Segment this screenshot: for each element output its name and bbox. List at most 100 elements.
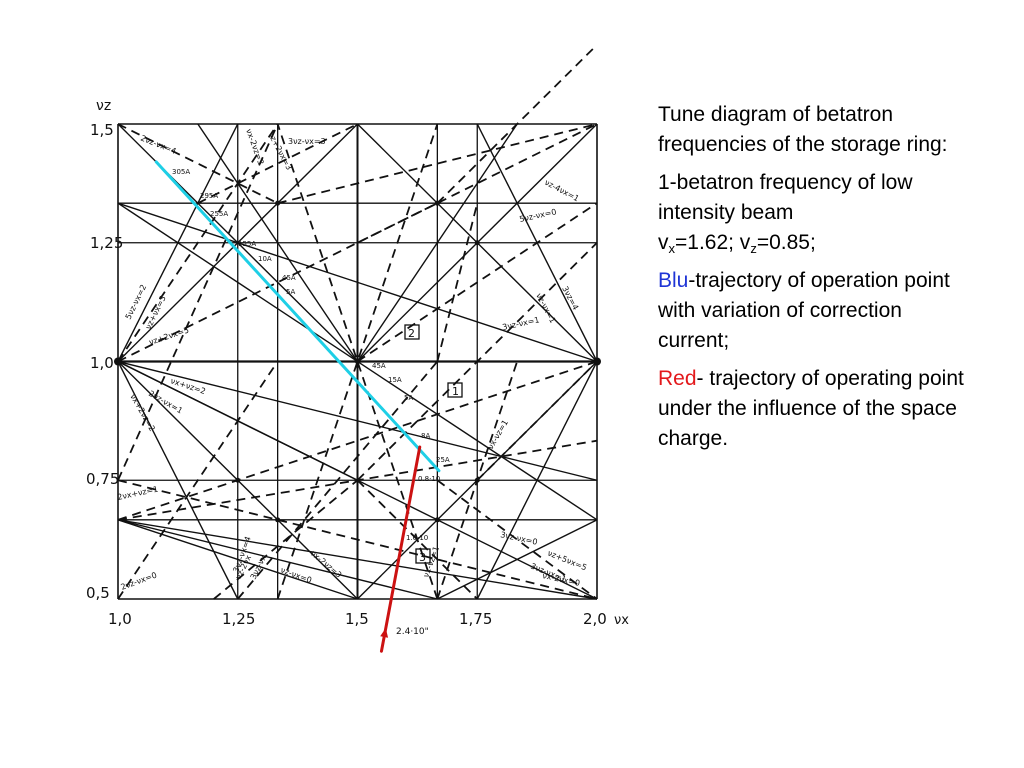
current-label: 8A bbox=[421, 432, 430, 440]
box-label-frame bbox=[404, 324, 420, 340]
resonance-label: νx-νz=1 bbox=[486, 418, 510, 451]
red-trajectory-arrowhead bbox=[380, 628, 389, 638]
resonance-line-solid bbox=[437, 519, 598, 600]
current-label: 15A bbox=[388, 376, 402, 384]
resonance-label: νz+2νx=5 bbox=[148, 326, 190, 347]
box-label-2: 2 bbox=[408, 327, 415, 340]
resonance-line-solid bbox=[117, 519, 358, 600]
resonance-label: 2νx+νz=1 bbox=[117, 485, 159, 502]
resonance-label: 3νz-νx=3 bbox=[288, 137, 326, 146]
resonance-line-dashed bbox=[277, 123, 598, 205]
blue-trajectory bbox=[154, 160, 441, 473]
caption-point-1: 1-betatron frequency of low intensity be… bbox=[658, 168, 978, 258]
vx-value: =1.62; v bbox=[675, 231, 751, 254]
resonance-line-solid bbox=[117, 202, 598, 363]
current-label: 0.8·10 bbox=[418, 475, 440, 483]
current-label: 1.6·10 bbox=[406, 534, 428, 542]
resonance-label: 2νz-νx=1 bbox=[147, 389, 184, 416]
resonance-line-dashed bbox=[117, 123, 279, 481]
resonance-line-solid bbox=[117, 123, 239, 362]
resonance-node bbox=[593, 357, 601, 366]
resonance-line-dashed bbox=[356, 479, 478, 600]
y-tick-label: 0,75 bbox=[86, 470, 119, 488]
resonance-line-solid bbox=[356, 123, 518, 362]
box-label-3: 3 bbox=[419, 551, 426, 564]
current-label: 5A bbox=[404, 394, 413, 402]
current-label: 155A bbox=[238, 240, 256, 248]
red-word: Red bbox=[658, 367, 697, 390]
resonance-line-solid bbox=[117, 519, 598, 600]
resonance-line-dashed bbox=[117, 360, 598, 521]
x-tick-label: 2,0 bbox=[583, 610, 607, 628]
resonance-line-solid bbox=[117, 360, 598, 481]
resonance-line-solid bbox=[117, 519, 438, 600]
current-label: 305A bbox=[172, 168, 190, 176]
red-description: - trajectory of operating point under th… bbox=[658, 367, 964, 450]
resonance-line-dashed bbox=[213, 479, 359, 600]
y-axis-symbol: νz bbox=[96, 98, 111, 114]
resonance-node bbox=[275, 200, 281, 206]
resonance-line-dashed bbox=[237, 360, 439, 600]
current-label: 295A bbox=[200, 192, 218, 200]
current-labels: 305A 295A 255A 155A 10A 45A 5A 45A 15A 5… bbox=[172, 168, 450, 637]
current-label: 45A bbox=[372, 362, 386, 370]
tune-diagram: νz 1,5 1,25 1,0 0,75 0,5 1,0 1,25 1,5 1,… bbox=[86, 44, 629, 653]
resonance-line-dashed bbox=[436, 479, 598, 600]
current-label: 10A bbox=[258, 255, 272, 263]
resonance-node bbox=[235, 477, 241, 483]
resonance-line-dashed bbox=[117, 123, 279, 363]
resonance-node bbox=[114, 357, 122, 366]
resonance-label: νz-νx=0 bbox=[279, 565, 313, 585]
y-tick-label: 1,5 bbox=[90, 121, 114, 139]
resonance-label: 5νz-νx=2 bbox=[124, 283, 149, 321]
resonance-label: 5νz-νx=0 bbox=[519, 207, 558, 224]
x-tick-label: 1,25 bbox=[222, 610, 255, 628]
x-tick-label: 1,0 bbox=[108, 610, 132, 628]
vx-subscript: x bbox=[668, 241, 676, 256]
resonance-node bbox=[474, 477, 480, 483]
y-tick-label: 1,25 bbox=[90, 234, 123, 252]
x-axis-symbol: νx bbox=[614, 613, 629, 628]
resonance-label: νz+νx=3 bbox=[144, 294, 168, 331]
caption-blu: Blu-trajectory of operation point with v… bbox=[658, 266, 978, 356]
resonance-line-dashed bbox=[436, 202, 479, 362]
resonance-line-solid bbox=[117, 361, 239, 600]
resonance-line-dashed bbox=[117, 479, 598, 600]
resonance-line-dashed bbox=[276, 123, 439, 600]
current-label: 45A bbox=[282, 274, 296, 282]
resonance-line-dashed bbox=[357, 202, 598, 363]
resonance-node bbox=[434, 517, 440, 523]
resonance-line-solid bbox=[197, 123, 359, 362]
y-tick-label: 0,5 bbox=[86, 584, 110, 602]
caption-panel: Tune diagram of betatron frequencies of … bbox=[658, 100, 978, 462]
caption-red: Red- trajectory of operating point under… bbox=[658, 364, 978, 454]
resonance-label: 2νz-νx=4 bbox=[139, 134, 177, 156]
resonance-lines bbox=[114, 44, 601, 600]
caption-title: Tune diagram of betatron frequencies of … bbox=[658, 103, 948, 156]
current-label: 5A bbox=[286, 288, 295, 296]
caption-point-1-text: 1-betatron frequency of low intensity be… bbox=[658, 171, 913, 224]
resonance-node bbox=[275, 517, 281, 523]
resonance-label: 3νz=4 bbox=[560, 285, 580, 312]
resonance-label: νx-2νz=3 bbox=[309, 549, 344, 580]
vz-subscript: z bbox=[750, 241, 757, 256]
x-tick-label: 1,5 bbox=[345, 610, 369, 628]
resonance-line-dashed bbox=[356, 242, 598, 481]
box-label-1: 1 bbox=[452, 385, 459, 398]
current-label: 25A bbox=[436, 456, 450, 464]
resonance-line-dashed bbox=[276, 123, 439, 600]
box-label-frame bbox=[415, 548, 431, 564]
resonance-node bbox=[434, 200, 440, 206]
resonance-line-solid bbox=[476, 361, 598, 600]
vz-value: =0.85; bbox=[756, 231, 816, 254]
resonance-line-dashed bbox=[436, 44, 598, 204]
resonance-node bbox=[474, 240, 480, 246]
red-trajectory bbox=[379, 445, 422, 653]
vx-symbol: v bbox=[658, 231, 669, 254]
resonance-label: 2νz-νx=0 bbox=[120, 571, 158, 592]
box-label-frame bbox=[447, 382, 463, 398]
resonance-line-dashed bbox=[117, 360, 279, 600]
resonance-line-dashed bbox=[476, 360, 598, 481]
blu-word: Blu bbox=[658, 269, 689, 292]
y-tick-label: 1,0 bbox=[90, 354, 114, 372]
